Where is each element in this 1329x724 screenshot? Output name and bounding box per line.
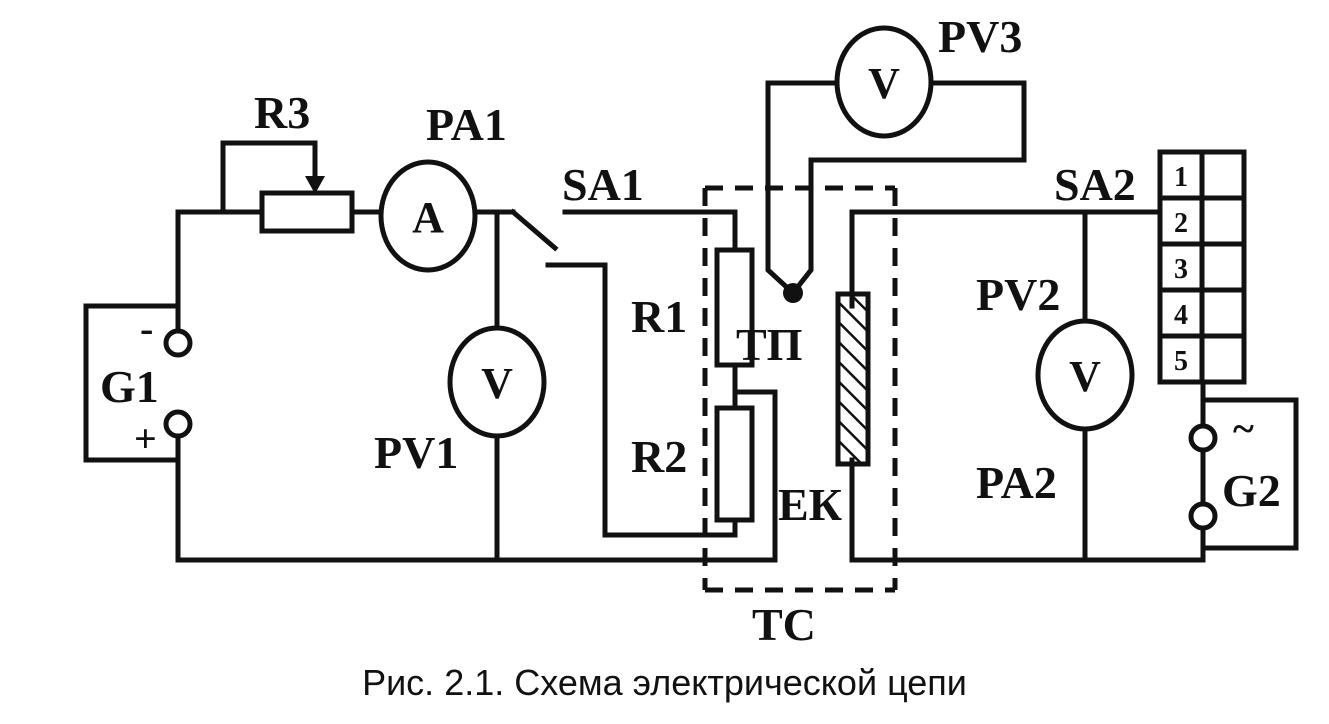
pa1-symbol: A (412, 193, 444, 242)
right-circuit-wires (849, 209, 1299, 563)
label-ek: ЕК (778, 479, 842, 530)
label-r3: R3 (254, 87, 310, 138)
sa2-position-4: 4 (1174, 300, 1188, 331)
pv1-symbol: V (481, 359, 513, 408)
label-r2: R2 (631, 431, 687, 482)
pv1-voltmeter: V (447, 325, 547, 439)
r2-resistor (714, 405, 755, 523)
thermocouple-junction (783, 283, 803, 303)
tc-enclosure (702, 185, 898, 593)
label-pa2: PA2 (976, 457, 1057, 508)
g2-terminal-bottom (1188, 501, 1218, 531)
g1-source (83, 303, 193, 463)
label-g1: G1 (100, 361, 159, 412)
sa2-position-1: 1 (1174, 162, 1188, 193)
label-r1: R1 (631, 291, 687, 342)
label-pa1: PA1 (426, 99, 507, 150)
plus-sign: + (134, 416, 157, 461)
circuit-diagram: A V V V (83, 11, 1299, 650)
label-pv2: PV2 (976, 269, 1060, 320)
sa2-position-5: 5 (1174, 346, 1188, 377)
pv2-voltmeter: V (1035, 318, 1135, 432)
g2-terminal-top (1188, 423, 1218, 453)
r1-resistor (714, 247, 755, 368)
label-sa1: SA1 (562, 159, 644, 210)
label-g2: G2 (1222, 465, 1281, 516)
ek-heater (835, 291, 871, 467)
ac-sign: ~ (1233, 406, 1254, 451)
sa2-switch-block: 1 2 3 4 5 (1157, 149, 1247, 385)
label-pv1: PV1 (374, 427, 458, 478)
label-sa2: SA2 (1054, 159, 1136, 210)
minus-sign: - (140, 306, 153, 351)
pv3-symbol: V (868, 59, 900, 108)
label-tc: ТС (752, 599, 816, 650)
r3-slider-arrow (305, 176, 325, 194)
label-tp: ТП (736, 319, 802, 370)
r3-rheostat (259, 176, 355, 234)
figure-caption: Рис. 2.1. Схема электрической цепи (362, 662, 967, 703)
g1-minus-terminal (163, 328, 193, 358)
sa2-position-2: 2 (1174, 208, 1188, 239)
label-pv3: PV3 (938, 11, 1022, 62)
pv2-symbol: V (1069, 352, 1101, 401)
pv3-thermocouple-circuit: V (765, 25, 1027, 303)
pa1-ammeter: A (378, 159, 478, 273)
left-circuit-wires (175, 140, 778, 563)
sa2-position-3: 3 (1174, 254, 1188, 285)
g1-plus-terminal (163, 409, 193, 439)
